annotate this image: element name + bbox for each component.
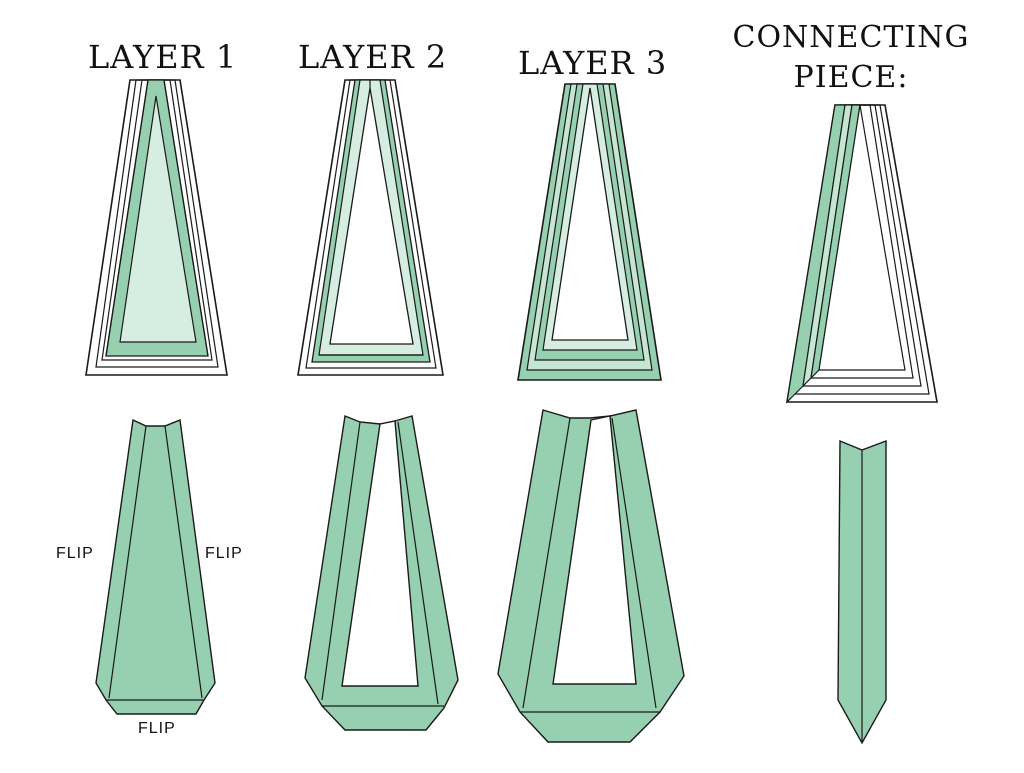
- connecting-piece-assembled-diagram: [786, 104, 938, 404]
- layer-3-assembled-diagram: [517, 83, 662, 381]
- layer-3-heading: LAYER 3: [518, 44, 668, 82]
- connecting-piece-fabric-strip: [837, 439, 887, 745]
- layer-2-fabric-piece: [304, 415, 459, 731]
- layer-2-heading: LAYER 2: [298, 38, 448, 76]
- layer-1-fabric-piece: [95, 418, 216, 715]
- connecting-piece-heading-line2: PIECE:: [793, 60, 909, 95]
- flip-label-left: FLIP: [56, 545, 94, 562]
- flip-label-right: FLIP: [205, 545, 243, 562]
- layer-1-heading: LAYER 1: [88, 38, 238, 76]
- connecting-piece-heading-line1: CONNECTING: [732, 20, 970, 55]
- layer-3-fabric-piece: [497, 409, 685, 743]
- layer-2-assembled-diagram: [297, 79, 444, 376]
- flip-label-bottom: FLIP: [138, 720, 176, 737]
- layer-1-assembled-diagram: [85, 79, 228, 376]
